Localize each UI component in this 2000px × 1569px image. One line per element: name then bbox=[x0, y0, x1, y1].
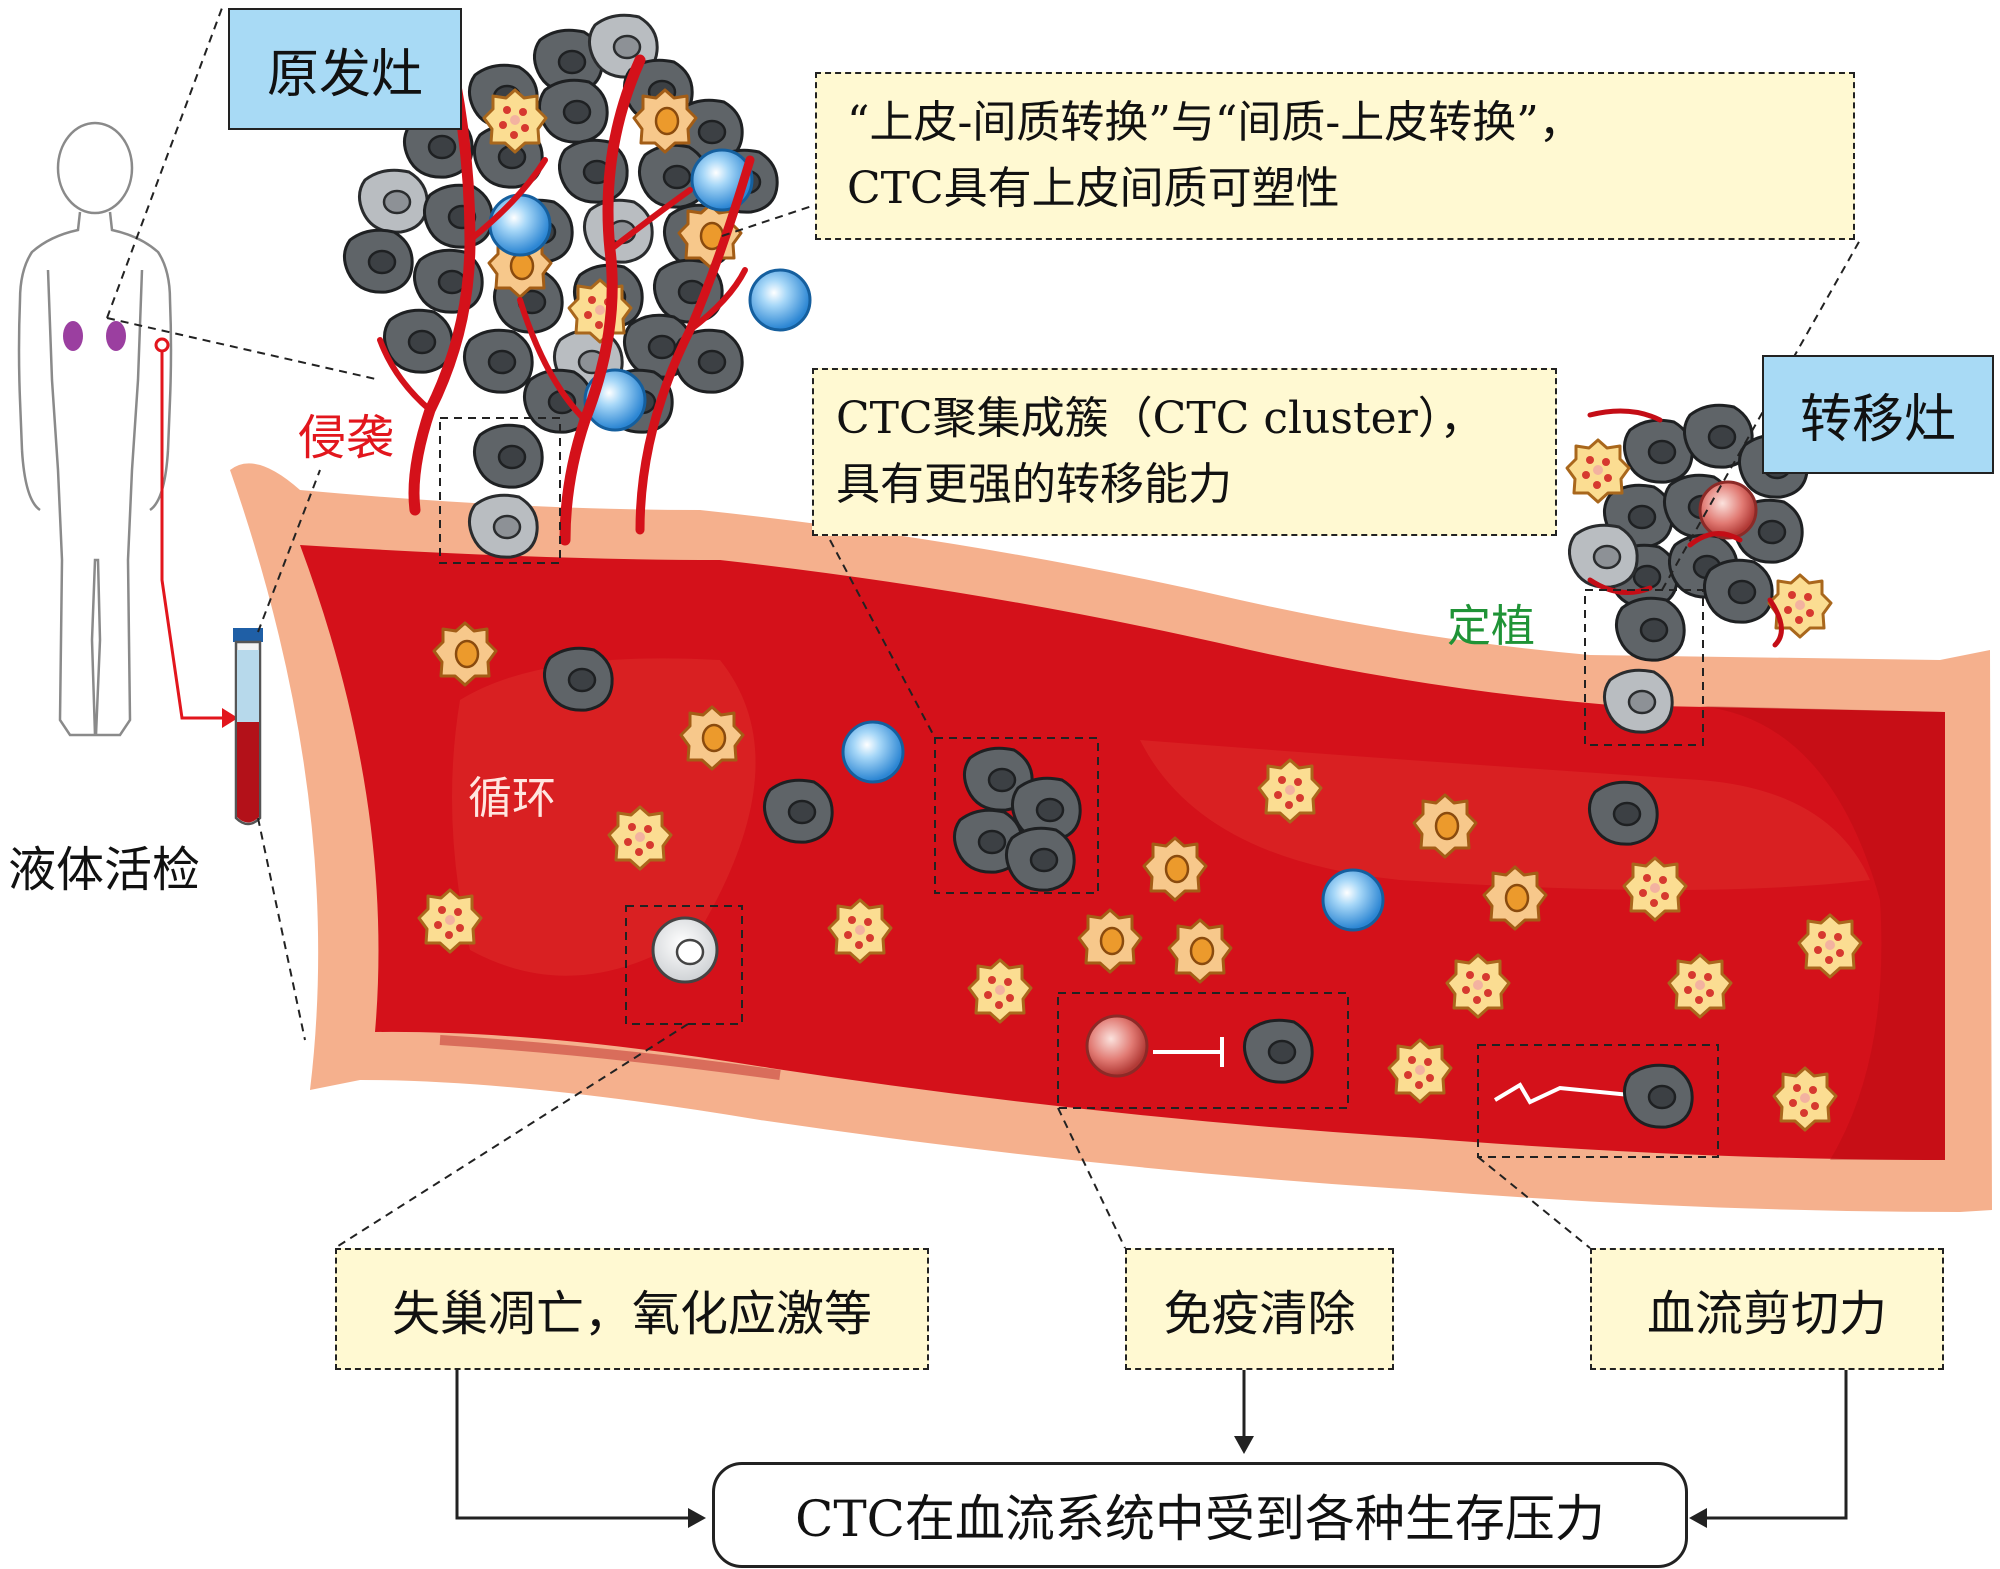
note-cluster: CTC聚集成簇（CTC cluster）， 具有更强的转移能力 bbox=[812, 368, 1557, 536]
label-colonization: 定植 bbox=[1447, 590, 1535, 654]
note-cluster-line1: CTC聚集成簇（CTC cluster）， bbox=[836, 386, 1555, 452]
human-body-icon bbox=[19, 123, 171, 735]
note-emt-line1: “上皮-间质转换”与“间质-上皮转换”， bbox=[847, 90, 1853, 156]
pressure-immune: 免疫清除 bbox=[1125, 1248, 1394, 1370]
note-emt-line2: CTC具有上皮间质可塑性 bbox=[847, 156, 1853, 222]
label-metastasis: 转移灶 bbox=[1762, 355, 1994, 474]
blood-tube-icon bbox=[233, 628, 263, 824]
label-liquid-biopsy: 液体活检 bbox=[8, 830, 200, 900]
note-cluster-line2: 具有更强的转移能力 bbox=[836, 452, 1555, 518]
label-primary-tumor: 原发灶 bbox=[228, 8, 462, 130]
note-emt: “上皮-间质转换”与“间质-上皮转换”， CTC具有上皮间质可塑性 bbox=[815, 72, 1855, 240]
summary-survival-pressure: CTC在血流系统中受到各种生存压力 bbox=[712, 1462, 1688, 1568]
label-circulation: 循环 bbox=[468, 762, 556, 826]
label-invasion: 侵袭 bbox=[298, 398, 394, 468]
pressure-anoikis: 失巢凋亡，氧化应激等 bbox=[335, 1248, 929, 1370]
pressure-shear: 血流剪切力 bbox=[1590, 1248, 1944, 1370]
kidney-icon bbox=[63, 321, 126, 351]
